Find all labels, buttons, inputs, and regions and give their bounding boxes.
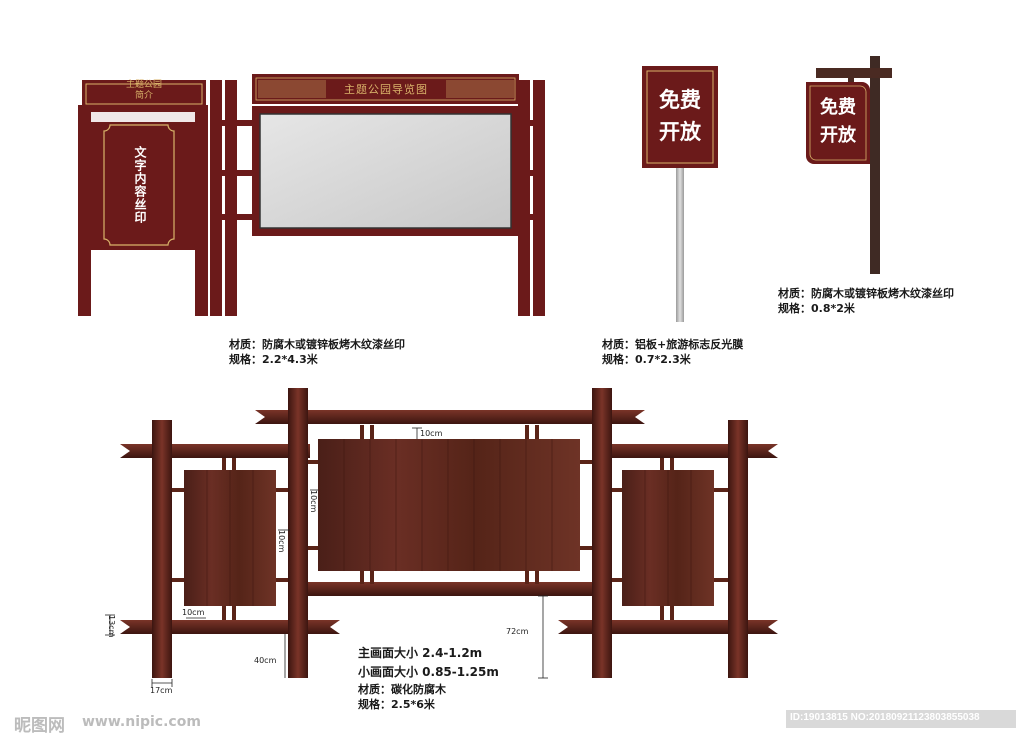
intro-sign (78, 80, 208, 316)
hanging-sign-text: 免费 开放 (810, 94, 866, 150)
spec-main-size: 主画面大小 2.4-1.2m (358, 646, 483, 660)
spec-wood-size: 规格：2.5*6米 (358, 698, 435, 711)
dim-post: 17cm (150, 686, 173, 695)
guide-sign-header: 主题公园导览图 (344, 83, 428, 96)
pole-sign-text: 免费 开放 (647, 84, 713, 148)
wood-board (120, 388, 778, 678)
spec-pole-size: 规格：0.7*2.3米 (602, 353, 691, 366)
spec-small-size: 小画面大小 0.85-1.25m (358, 665, 499, 679)
dim-height: 72cm (506, 627, 529, 636)
spec-guide: 材质：防腐木或镀锌板烤木纹漆丝印 规格：2.2*4.3米 (229, 337, 405, 367)
spec-wood-material: 材质：碳化防腐木 (358, 683, 446, 696)
intro-sign-header: 主题公园 简介 (86, 80, 202, 102)
intro-header-line1: 主题公园 (125, 80, 162, 90)
dim-bottom-small: 10cm (182, 608, 205, 617)
watermark-id: ID:19013815 NO:20180921123803855038 (790, 712, 980, 723)
spec-wood: 材质：碳化防腐木 规格：2.5*6米 (358, 682, 446, 712)
watermark-url: www.nipic.com (82, 714, 201, 730)
dim-small-side: 10cm (277, 530, 286, 553)
spec-guide-material: 材质：防腐木或镀锌板烤木纹漆丝印 (229, 338, 405, 351)
dim-crossbar: 13cm (107, 615, 116, 638)
intro-sign-body: 文字内容丝印 (133, 146, 147, 224)
spec-pole: 材质：铝板+旅游标志反光膜 规格：0.7*2.3米 (602, 337, 743, 367)
hanging-sign-line1: 免费 (820, 97, 856, 118)
intro-header-line2: 简介 (134, 91, 153, 101)
spec-hanging-size: 规格：0.8*2米 (778, 302, 855, 315)
dimension-lines (105, 427, 548, 687)
free-pole-sign (642, 66, 718, 322)
dim-top-gap: 10cm (420, 429, 443, 438)
free-hanging-sign (806, 56, 892, 274)
spec-hanging-material: 材质：防腐木或镀锌板烤木纹漆丝印 (778, 287, 954, 300)
spec-wood-sizes: 主画面大小 2.4-1.2m 小画面大小 0.85-1.25m (358, 644, 499, 682)
watermark-id-strip (786, 710, 1016, 728)
hanging-sign-line2: 开放 (820, 125, 856, 146)
spec-guide-size: 规格：2.2*4.3米 (229, 353, 318, 366)
spec-hanging: 材质：防腐木或镀锌板烤木纹漆丝印 规格：0.8*2米 (778, 286, 954, 316)
pole-sign-line2: 开放 (659, 120, 701, 144)
dim-main-side: 10cm (309, 490, 318, 513)
watermark-logo: 昵图网 (14, 716, 65, 736)
dim-ground: 40cm (254, 656, 277, 665)
guide-map-sign (210, 74, 545, 316)
pole-sign-line1: 免费 (659, 88, 701, 112)
spec-pole-material: 材质：铝板+旅游标志反光膜 (602, 338, 744, 351)
